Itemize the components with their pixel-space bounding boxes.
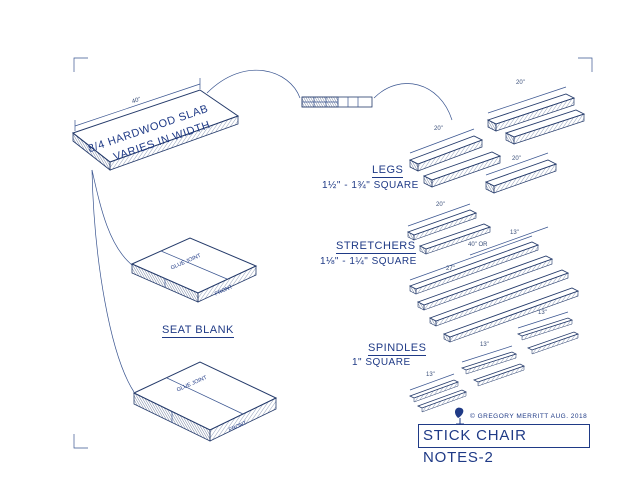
seat-blank-lower [132,361,278,442]
stretchers-group [406,203,580,343]
spindles-dim-1: 13" [538,310,547,316]
stretcher-piece [416,255,554,311]
corner-marks [73,57,593,449]
stretchers-dim-4: 27" [446,266,455,272]
legs-dim-3: 20" [512,156,521,162]
cut-pattern-strip [301,96,373,108]
spindle-piece [526,331,580,355]
spindle-piece [460,351,518,375]
spindles-label: SPINDLES [368,342,427,356]
hardwood-slab [71,78,240,171]
flow-curve-slab-to-seat-upper [91,169,133,266]
stretcher-piece [428,269,570,327]
spindles-dim-2: 13" [480,342,489,348]
legs-group [408,86,586,194]
spindle-piece [416,389,468,413]
flow-curve-slab-to-seat-lower [91,169,135,393]
copyright-text: © GREGORY MERRITT AUG. 2018 [470,413,588,420]
seat-blank-upper [130,237,258,303]
spindle-piece [472,363,526,387]
legs-label: LEGS [372,164,404,178]
stretchers-dim-1: 20" [436,202,445,208]
seat-blank-label: SEAT BLANK [162,324,234,338]
legs-dim-2: 20" [434,126,443,132]
stretcher-piece [406,209,478,241]
stretchers-dim-3: 13" [510,230,519,236]
flow-curve-cut-to-legs [373,83,453,121]
stretcher-piece [408,241,540,295]
artist-mark-icon [454,407,464,425]
spindles-dim-3: 13" [426,372,435,378]
stretchers-dim-2: 40" OR [468,242,488,248]
sheet-title-box: STICK CHAIR NOTES-2 [418,424,590,466]
leg-piece [504,109,586,145]
flow-curve-slab-to-cut [206,69,301,99]
stretchers-label: STRETCHERS [336,240,416,254]
stretcher-piece [442,287,580,343]
spindle-piece [516,317,574,341]
sheet-title: STICK CHAIR NOTES-2 [423,427,527,466]
spindles-size: 1" SQUARE [352,357,411,368]
leg-piece [408,135,484,172]
legs-size: 1½" - 1¾" SQUARE [322,180,419,191]
stretchers-size: 1⅛" - 1¼" SQUARE [320,256,417,267]
legs-dim-1: 20" [516,80,525,86]
spindles-group [408,311,580,413]
spindle-piece [408,379,460,403]
leg-piece [486,93,576,132]
stretcher-piece [418,223,492,255]
leg-piece [484,159,558,194]
leg-piece [422,151,502,188]
